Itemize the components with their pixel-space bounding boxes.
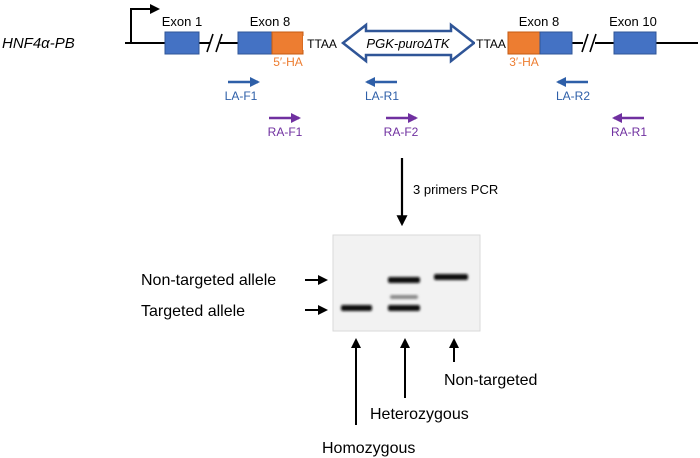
ttaa-right-label: TTAA (476, 37, 506, 51)
lane-label-heterozygous: Heterozygous (370, 406, 469, 423)
primer-la-r1-label: LA-R1 (365, 89, 399, 103)
ha-5-label: 5′-HA (273, 55, 303, 69)
break-symbol-right (581, 33, 597, 53)
exon-8-left-box (237, 31, 273, 55)
gel-band-nontargeted (434, 274, 468, 280)
primer-ra-r1-label: RA-R1 (611, 125, 647, 139)
lane-label-homozygous: Homozygous (322, 440, 415, 457)
ha-5-box (271, 31, 304, 55)
exon-8-left-label: Exon 8 (250, 14, 290, 29)
band-label-targeted-allele: Targeted allele (141, 303, 245, 320)
cassette-arrow (340, 22, 477, 64)
construct-name: HNF4α-PB (2, 35, 75, 52)
primer-ra-f2-label: RA-F2 (384, 125, 419, 139)
ha-3-box (507, 31, 541, 55)
cassette-label: PGK-puroΔTK (366, 36, 450, 51)
exon-8-right-box (539, 31, 573, 55)
ttaa-left-label: TTAA (307, 37, 337, 51)
lane-label-non-targeted: Non-targeted (444, 372, 537, 389)
pcr-step-label: 3 primers PCR (413, 182, 498, 197)
exon-10-box (613, 31, 657, 55)
exon-1-box (164, 31, 200, 55)
gel-band-heterozygous-faint (390, 295, 418, 299)
exon-8-right-label: Exon 8 (519, 14, 559, 29)
band-label-non-targeted-allele: Non-targeted allele (141, 272, 276, 289)
ha-3-label: 3′-HA (509, 55, 539, 69)
gel-band-heterozygous-nontargeted (388, 277, 420, 283)
transcription-start-arrow (130, 4, 160, 43)
primer-la-r2-label: LA-R2 (556, 89, 590, 103)
primer-ra-f1-label: RA-F1 (268, 125, 303, 139)
gel-band-homozygous-targeted (341, 305, 372, 311)
exon-1-label: Exon 1 (162, 14, 202, 29)
gel-band-heterozygous-targeted (388, 305, 420, 311)
primer-la-f1-label: LA-F1 (225, 89, 258, 103)
exon-10-label: Exon 10 (609, 14, 657, 29)
break-symbol-left (206, 33, 223, 53)
